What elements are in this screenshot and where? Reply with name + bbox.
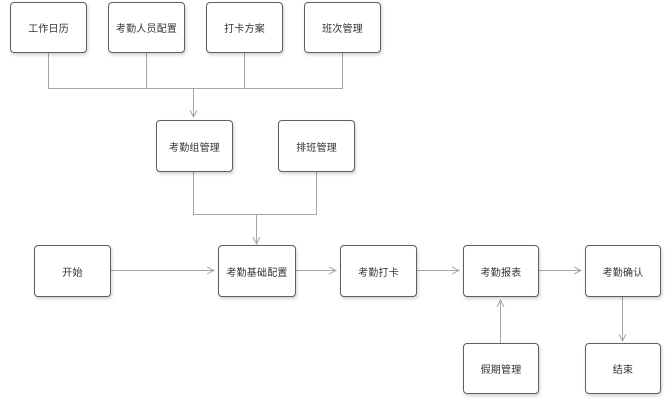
attendance-report-label: 考勤报表	[480, 267, 522, 279]
attendance-basic-config-node[interactable]: 考勤基础配置	[218, 245, 296, 297]
end-node[interactable]: 结束	[585, 343, 661, 394]
attendance-group-management-node[interactable]: 考勤组管理	[156, 120, 233, 172]
connector-shift-management	[193, 53, 343, 89]
attendance-clock-in-node[interactable]: 考勤打卡	[340, 245, 417, 297]
start-label: 开始	[62, 267, 83, 279]
attendance-group-management-label: 考勤组管理	[169, 142, 220, 154]
clock-in-plan-label: 打卡方案	[224, 24, 265, 35]
attendance-staff-config-node[interactable]: 考勤人员配置	[108, 2, 185, 53]
shift-management-label: 班次管理	[322, 24, 363, 35]
attendance-confirm-label: 考勤确认	[602, 267, 644, 279]
work-calendar-node[interactable]: 工作日历	[10, 2, 87, 53]
shift-management-node[interactable]: 班次管理	[304, 2, 381, 53]
attendance-confirm-node[interactable]: 考勤确认	[585, 245, 661, 297]
connector-scheduling	[256, 172, 317, 215]
attendance-staff-config-label: 考勤人员配置	[115, 24, 178, 35]
connector-attendance-group	[193, 172, 257, 215]
leave-management-node[interactable]: 假期管理	[463, 343, 539, 394]
start-node[interactable]: 开始	[34, 245, 111, 297]
scheduling-management-label: 排班管理	[296, 142, 337, 154]
attendance-basic-config-label: 考勤基础配置	[226, 267, 288, 279]
attendance-clock-in-label: 考勤打卡	[358, 267, 399, 279]
scheduling-management-node[interactable]: 排班管理	[278, 120, 355, 172]
attendance-report-node[interactable]: 考勤报表	[463, 245, 539, 297]
clock-in-plan-node[interactable]: 打卡方案	[206, 2, 283, 53]
work-calendar-label: 工作日历	[28, 24, 69, 35]
connector-work-calendar	[48, 53, 194, 89]
end-label: 结束	[612, 365, 634, 376]
leave-management-label: 假期管理	[480, 365, 522, 376]
